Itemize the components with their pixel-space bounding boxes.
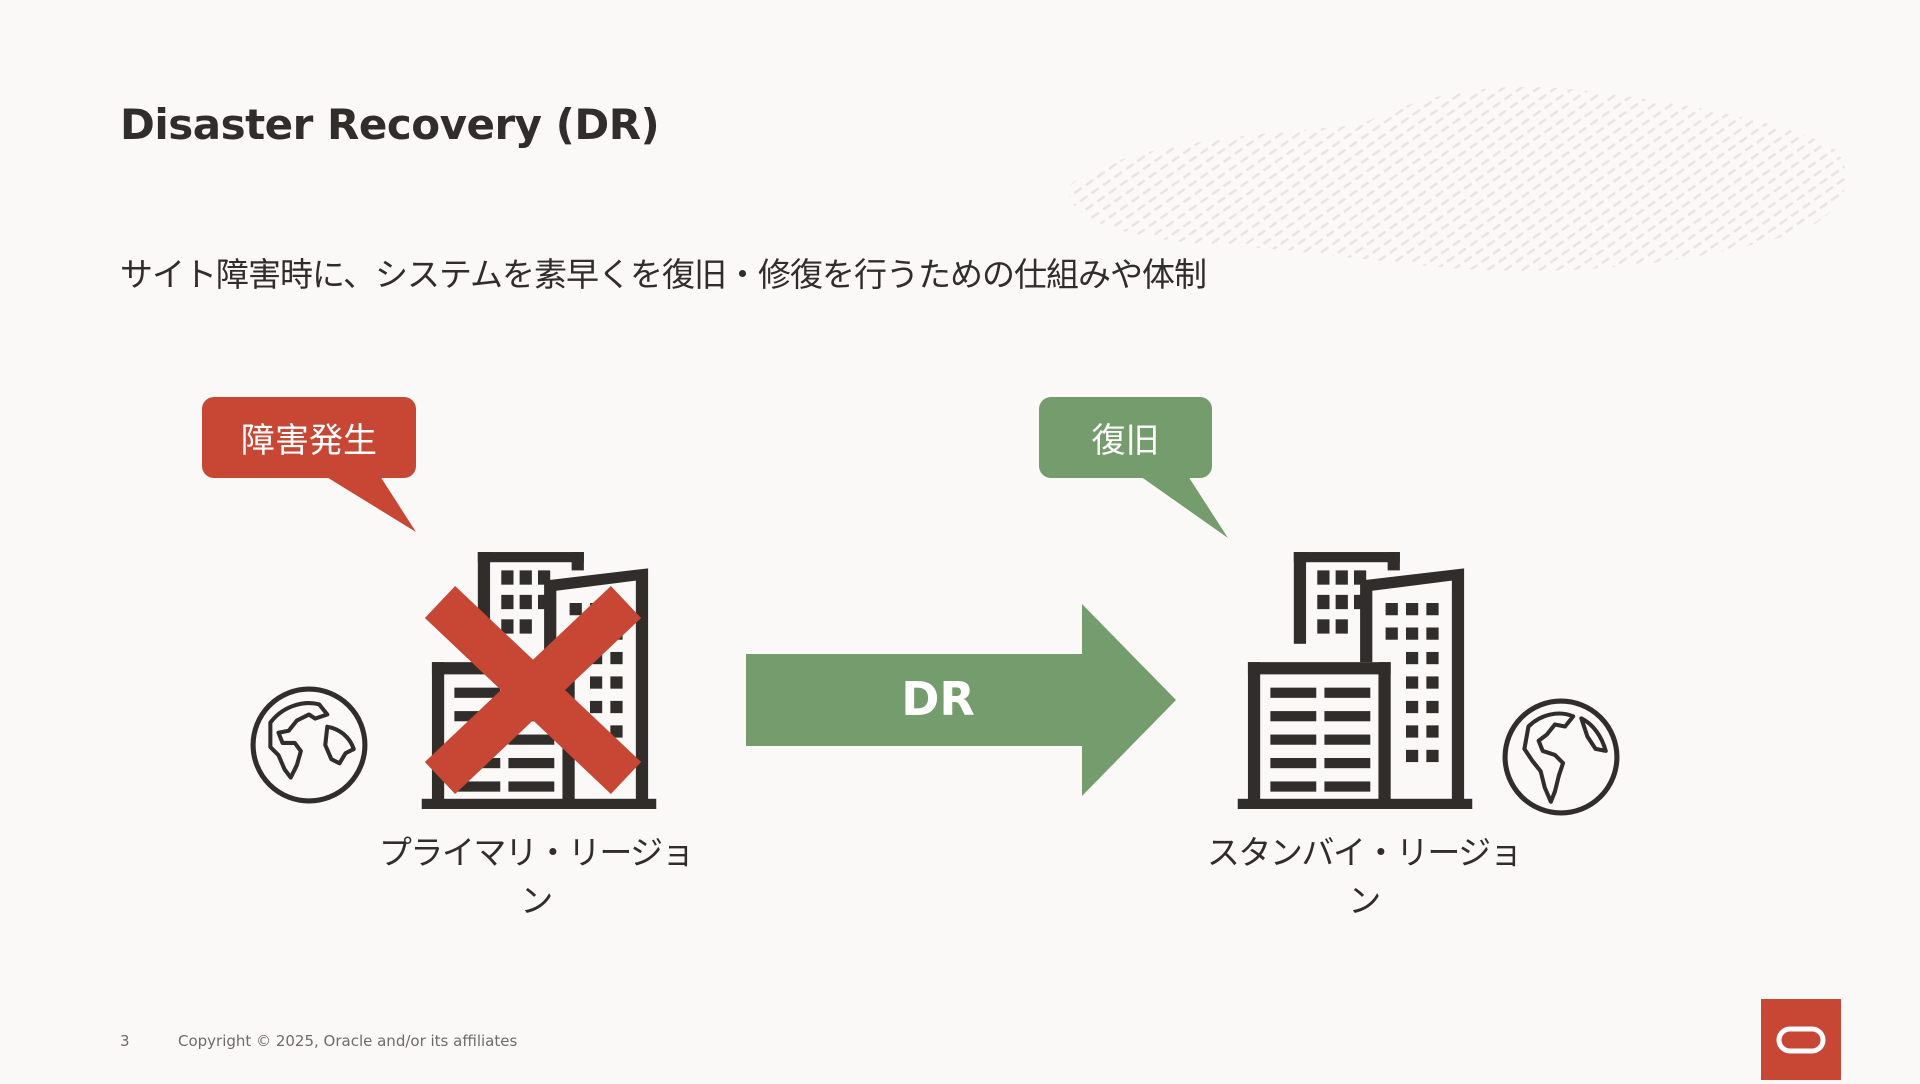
slide-title: Disaster Recovery (DR) — [120, 100, 660, 149]
slide-subtitle: サイト障害時に、システムを素早くを復旧・修復を行うための仕組みや体制 — [120, 255, 1207, 294]
globe-americas-icon — [1502, 698, 1620, 816]
failure-callout: 障害発生 — [202, 397, 416, 478]
failure-callout-label: 障害発生 — [241, 421, 377, 461]
failure-callout-tail — [325, 476, 416, 532]
page-number: 3 — [120, 1032, 130, 1050]
copyright-text: Copyright © 2025, Oracle and/or its affi… — [178, 1032, 518, 1050]
recovery-callout: 復旧 — [1039, 397, 1212, 478]
building-icon — [1237, 552, 1473, 809]
globe-europe-africa-icon — [250, 686, 368, 804]
dr-arrow-label: DR — [901, 672, 975, 726]
recovery-callout-label: 復旧 — [1091, 421, 1160, 461]
dr-arrow — [746, 604, 1176, 796]
primary-region-label: プライマリ・リージョン — [378, 833, 695, 920]
standby-region-label: スタンバイ・リージョン — [1206, 833, 1523, 920]
oracle-logo — [1761, 999, 1841, 1080]
recovery-callout-tail — [1140, 476, 1228, 538]
x-mark-icon — [424, 586, 642, 794]
decorative-texture — [1069, 86, 1847, 271]
